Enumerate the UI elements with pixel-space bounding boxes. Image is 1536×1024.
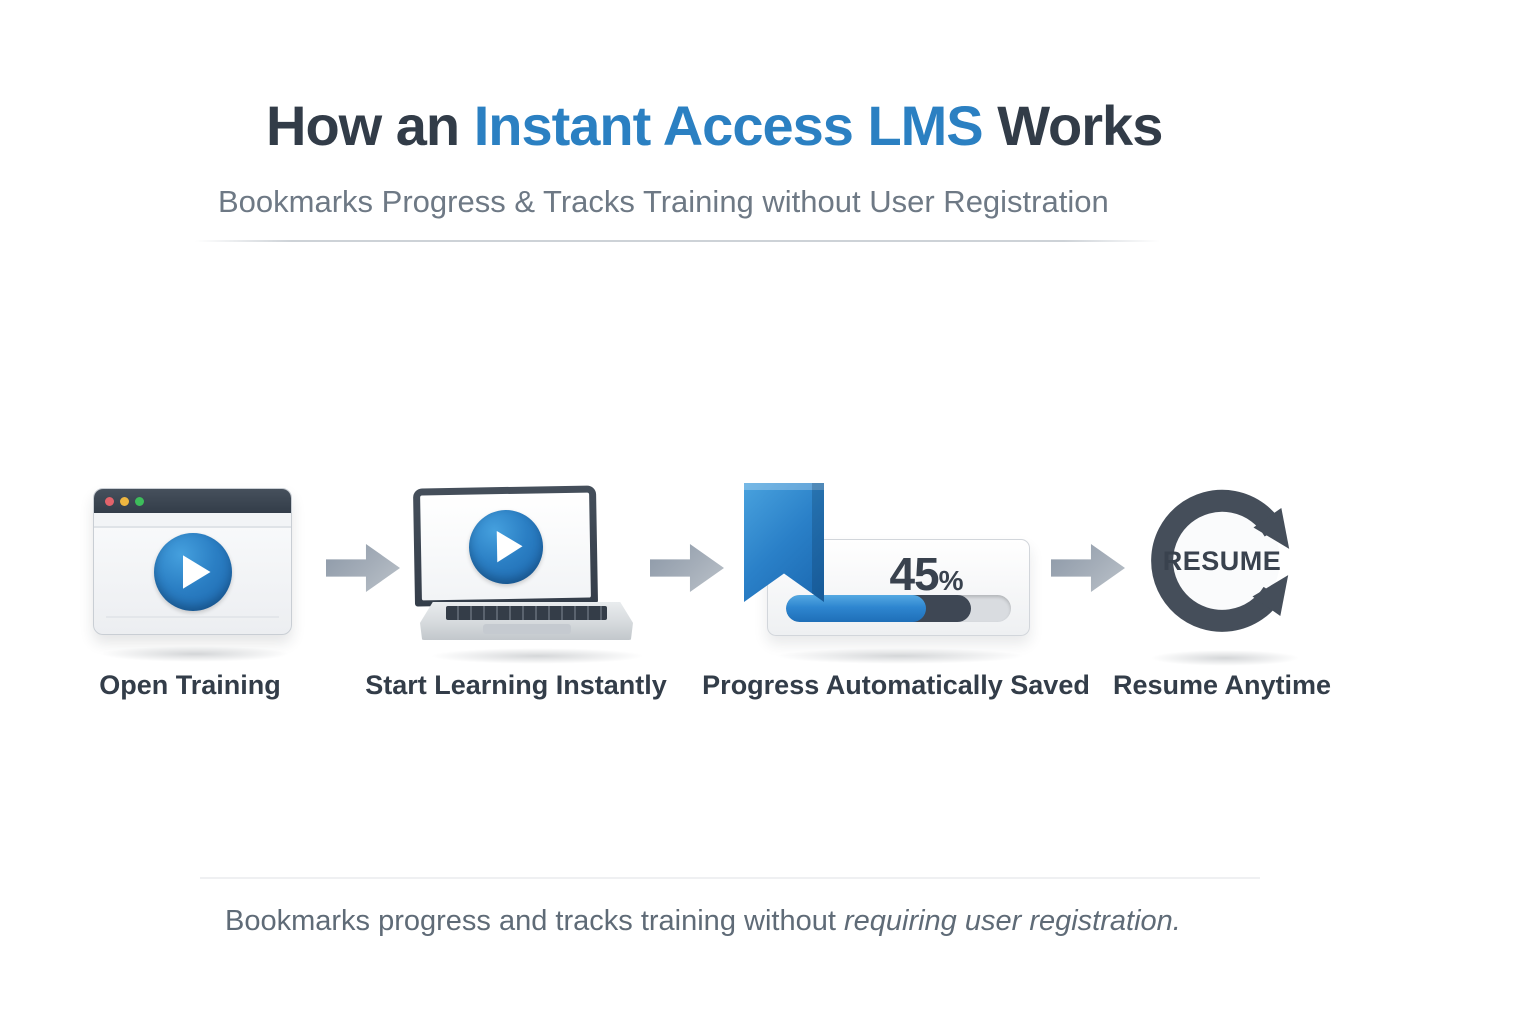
arrow-right-icon [650, 544, 724, 592]
footer-divider [200, 877, 1260, 879]
progress-bar [786, 595, 1011, 622]
progress-percent-value: 45 [889, 548, 939, 600]
title-part2: Works [982, 94, 1163, 157]
browser-play-icon [93, 488, 292, 635]
resume-badge-text: RESUME [1163, 546, 1282, 576]
browser-content [94, 528, 291, 616]
browser-toolbar [94, 513, 291, 528]
play-button-icon [153, 533, 232, 611]
progress-bar-fill [786, 595, 926, 622]
laptop-base [420, 602, 633, 640]
laptop-trackpad [482, 624, 571, 634]
window-minimize-dot-icon [120, 496, 129, 506]
window-close-dot-icon [105, 496, 114, 506]
footer-caption: Bookmarks progress and tracks training w… [225, 905, 1181, 938]
resume-cycle-icon: RESUME [1136, 476, 1308, 648]
header-divider [195, 240, 1160, 242]
laptop-screen [420, 492, 591, 601]
step-label-start-learning: Start Learning Instantly [365, 670, 667, 700]
laptop-play-icon [412, 485, 599, 607]
play-triangle-icon [182, 555, 211, 589]
caption-normal: Bookmarks progress and tracks training w… [225, 905, 844, 937]
progress-percent-sign: % [938, 565, 964, 596]
laptop-keyboard [446, 606, 607, 620]
shadow [430, 648, 645, 664]
step-label-resume-anytime: Resume Anytime [1112, 670, 1332, 700]
play-button-icon [467, 508, 544, 585]
progress-percent: 45% [768, 547, 1029, 601]
page-title: How an Instant Access LMS Works [266, 93, 1163, 158]
resume-ring-arc [1151, 489, 1284, 632]
caption-italic: requiring user registration. [843, 905, 1181, 937]
window-maximize-dot-icon [135, 496, 144, 506]
shadow [1150, 650, 1300, 666]
play-triangle-icon [496, 530, 523, 562]
shadow [100, 646, 290, 662]
arrow-right-icon [1051, 544, 1125, 592]
resume-arrowhead-top [1253, 507, 1290, 549]
browser-titlebar [94, 489, 291, 513]
title-part1: How an [266, 94, 474, 157]
progress-card: 45% [767, 539, 1030, 636]
page-subtitle: Bookmarks Progress & Tracks Training wit… [218, 184, 1109, 219]
resume-cycle-svg: RESUME [1151, 489, 1290, 632]
browser-footer-line [106, 616, 279, 618]
shadow [775, 648, 1025, 664]
resume-inner-circle [1164, 502, 1280, 618]
step-label-open-training: Open Training [99, 670, 281, 700]
resume-arrowhead-bottom [1252, 575, 1289, 617]
step-label-progress-saved: Progress Automatically Saved [702, 670, 1090, 700]
title-highlight: Instant Access LMS [473, 94, 984, 157]
arrow-right-icon [326, 544, 400, 592]
